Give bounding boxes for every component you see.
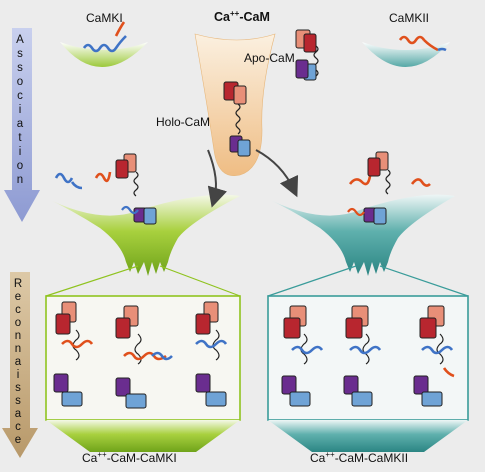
camkii-complex-label: Ca++-CaM-CaMKII (310, 450, 408, 465)
camkii-complex-suffix: -CaM-CaMKII (334, 451, 409, 465)
camki-association-group (54, 153, 157, 225)
camkii-well (362, 42, 450, 67)
camki-zoom-lines (45, 265, 241, 297)
association-label: Association (14, 34, 26, 188)
apo-cam-label: Apo-CaM (244, 51, 295, 65)
camkii-peptide (398, 35, 439, 52)
camki-base (46, 420, 240, 452)
camki-complex-suffix: -CaM-CaMKI (106, 451, 177, 465)
camkii-complex-sup: ++ (325, 450, 335, 459)
camkii-complex-2 (343, 305, 382, 407)
camki-complex-label: Ca++-CaM-CaMKI (82, 450, 177, 465)
camki-peptide (82, 35, 127, 53)
camki-complex-prefix: Ca (82, 451, 98, 465)
camkii-complex-prefix: Ca (310, 451, 326, 465)
camki-complex-2 (115, 305, 173, 409)
camki-well (60, 42, 148, 67)
arrow-to-camkii (255, 149, 299, 198)
camki-label: CaMKI (86, 11, 123, 25)
camkii-complex-1 (281, 305, 324, 407)
camkii-complex-3 (413, 305, 455, 407)
ca-cam-funnel (194, 33, 276, 177)
ca-cam-sup: ++ (229, 9, 240, 18)
association-arrow (4, 28, 40, 222)
camki-peptide-tail (114, 21, 126, 37)
camkii-base (268, 420, 468, 452)
holo-cam-label: Holo-CaM (156, 115, 211, 129)
camkii-funnel (262, 194, 455, 276)
camki-complex-3 (195, 301, 228, 407)
reconnaissace-label: Reconnaissace (12, 278, 24, 447)
camki-funnel (42, 194, 240, 276)
ca-cam-label: Ca++-CaM (214, 9, 270, 24)
ca-cam-suffix: -CaM (239, 10, 270, 25)
apo-cam-molecule (295, 29, 319, 81)
holo-cam-molecule (223, 81, 251, 157)
camkii-label: CaMKII (389, 11, 430, 25)
ca-cam-prefix: Ca (214, 10, 230, 25)
camki-complex-1 (53, 301, 94, 407)
camki-complex-sup: ++ (97, 450, 107, 459)
camkii-zoom-lines (267, 265, 469, 297)
reconnaissace-arrow (2, 272, 38, 458)
arrow-to-camki (207, 149, 228, 208)
camkii-peptide-tail (437, 47, 447, 52)
camkii-association-group (347, 151, 431, 225)
